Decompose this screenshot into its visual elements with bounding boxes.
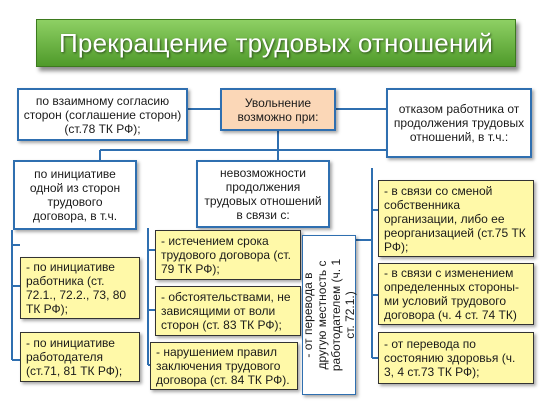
owner-change-box: - в связи со сменой собственника организ… xyxy=(378,180,534,257)
terms-change-box: - в связи с изменением определенных стор… xyxy=(378,263,534,325)
violation-box: - нарушением правил заключения трудового… xyxy=(150,342,298,390)
refusal-box: отказом работника от продолжения трудовы… xyxy=(386,88,532,158)
term-expiry-box: - истечением срока трудового договора (с… xyxy=(155,230,301,280)
initiative-employer-box: - по инициативе работодателя (ст.71, 81 … xyxy=(20,332,140,382)
title-bar: Прекращение трудовых отношений xyxy=(36,19,516,67)
impossibility-box: невозможности продолжения трудовых отнош… xyxy=(196,160,330,228)
transfer-relocation-text: - от перевода в другую местность с работ… xyxy=(301,258,357,372)
circumstances-box: - обстоятельствами, не зависящими от вол… xyxy=(155,286,301,336)
initiative-employee-box: - по инициативе работника (ст. 72.1., 72… xyxy=(20,257,140,319)
initiative-box: по инициативе одной из сторон трудового … xyxy=(13,160,137,230)
transfer-relocation-box: - от перевода в другую местность с работ… xyxy=(301,235,357,395)
health-transfer-box: - от перевода по состоянию здоровья (ч. … xyxy=(378,332,534,384)
by-agreement-box: по взаимному согласию сторон (соглашение… xyxy=(17,88,188,141)
root-box: Увольнение возможно при: xyxy=(220,88,336,131)
page-title: Прекращение трудовых отношений xyxy=(59,27,493,58)
